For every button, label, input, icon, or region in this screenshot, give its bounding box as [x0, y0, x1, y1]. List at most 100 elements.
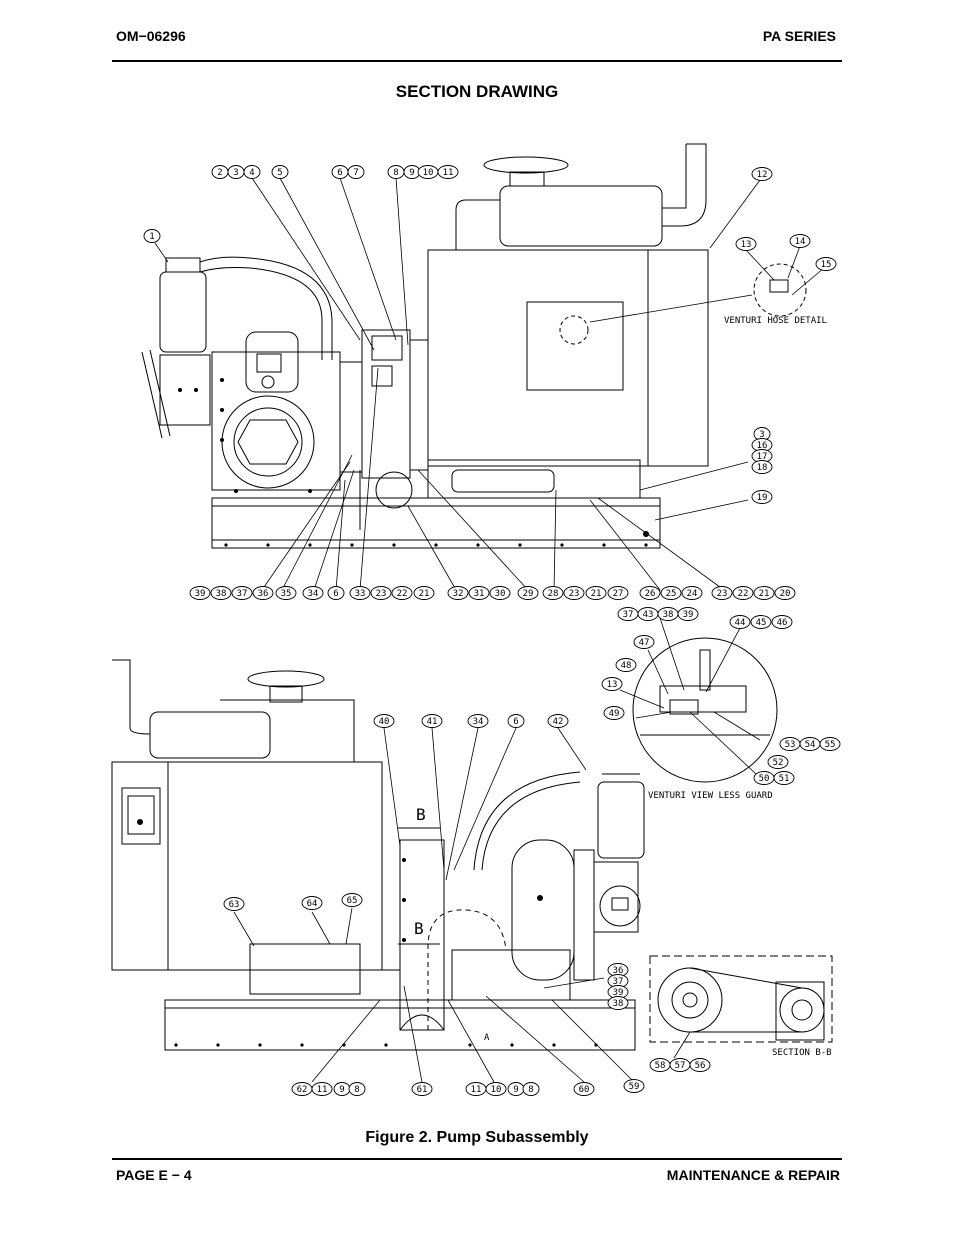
svg-text:37: 37	[237, 589, 248, 599]
svg-text:38: 38	[663, 610, 674, 620]
callout-54: 54	[799, 737, 821, 751]
svg-text:13: 13	[741, 240, 752, 250]
svg-text:39: 39	[683, 610, 694, 620]
callout-9: 9	[333, 1082, 351, 1096]
callout-23: 23	[563, 586, 585, 600]
callout-61: 61	[411, 1082, 433, 1096]
callout-10: 10	[417, 165, 439, 179]
callout-21: 21	[585, 586, 607, 600]
svg-text:17: 17	[757, 452, 768, 462]
callout-57: 57	[669, 1058, 691, 1072]
page-number: PAGE E − 4	[116, 1167, 192, 1183]
callout-22: 22	[391, 586, 413, 600]
callout-7: 7	[347, 165, 365, 179]
svg-text:34: 34	[308, 589, 319, 599]
svg-text:21: 21	[419, 589, 430, 599]
svg-text:11: 11	[317, 1085, 328, 1095]
callout-50: 50	[753, 771, 775, 785]
svg-text:38: 38	[613, 999, 624, 1009]
svg-text:31: 31	[474, 589, 485, 599]
svg-text:55: 55	[825, 740, 836, 750]
svg-text:22: 22	[738, 589, 749, 599]
svg-text:61: 61	[417, 1085, 428, 1095]
callout-48: 48	[615, 658, 637, 672]
svg-text:23: 23	[376, 589, 387, 599]
callout-25: 25	[660, 586, 682, 600]
callout-22: 22	[732, 586, 754, 600]
svg-text:24: 24	[687, 589, 698, 599]
svg-text:9: 9	[513, 1085, 518, 1095]
callout-42: 42	[547, 714, 569, 728]
callout-23: 23	[711, 586, 733, 600]
svg-text:51: 51	[779, 774, 790, 784]
callout-60: 60	[573, 1082, 595, 1096]
callout-8: 8	[387, 165, 405, 179]
callout-34: 34	[302, 586, 324, 600]
svg-text:12: 12	[757, 170, 768, 180]
callout-17: 17	[751, 449, 773, 463]
callout-47: 47	[633, 635, 655, 649]
svg-text:4: 4	[249, 168, 254, 178]
svg-text:6: 6	[337, 168, 342, 178]
svg-text:15: 15	[821, 260, 832, 270]
callout-6: 6	[507, 714, 525, 728]
callout-4: 4	[243, 165, 261, 179]
svg-text:28: 28	[548, 589, 559, 599]
callout-16: 16	[751, 438, 773, 452]
callout-1: 1	[143, 229, 161, 243]
callout-35: 35	[275, 586, 297, 600]
svg-text:37: 37	[613, 977, 624, 987]
svg-text:43: 43	[643, 610, 654, 620]
svg-text:26: 26	[645, 589, 656, 599]
callout-11: 11	[311, 1082, 333, 1096]
callout-6: 6	[327, 586, 345, 600]
callout-65: 65	[341, 893, 363, 907]
svg-text:41: 41	[427, 717, 438, 727]
callout-41: 41	[421, 714, 443, 728]
svg-text:39: 39	[195, 589, 206, 599]
svg-text:9: 9	[339, 1085, 344, 1095]
page-title: SECTION DRAWING	[395, 82, 559, 101]
callout-21: 21	[413, 586, 435, 600]
svg-text:48: 48	[621, 661, 632, 671]
svg-text:10: 10	[423, 168, 434, 178]
callout-13: 13	[735, 237, 757, 251]
svg-text:64: 64	[307, 899, 318, 909]
callout-39: 39	[189, 586, 211, 600]
svg-text:57: 57	[675, 1061, 686, 1071]
svg-text:54: 54	[805, 740, 816, 750]
svg-text:62: 62	[297, 1085, 308, 1095]
svg-text:23: 23	[569, 589, 580, 599]
svg-text:13: 13	[607, 680, 618, 690]
header-rule	[112, 60, 842, 62]
svg-text:19: 19	[757, 493, 768, 503]
svg-text:2: 2	[217, 168, 222, 178]
callout-63: 63	[223, 897, 245, 911]
section-bb-label: SECTION B-B	[772, 1048, 832, 1058]
svg-text:3: 3	[233, 168, 238, 178]
svg-text:35: 35	[281, 589, 292, 599]
svg-text:9: 9	[409, 168, 414, 178]
svg-text:33: 33	[355, 589, 366, 599]
svg-text:40: 40	[379, 717, 390, 727]
callout-18: 18	[751, 460, 773, 474]
footer-rule	[112, 1158, 842, 1160]
pump-subassembly-drawing: 1234567891011121314153161718193938373635…	[111, 143, 841, 1096]
callout-34: 34	[467, 714, 489, 728]
lower-pump-view	[111, 659, 833, 1083]
callout-38: 38	[607, 996, 629, 1010]
svg-text:10: 10	[491, 1085, 502, 1095]
svg-text:5: 5	[277, 168, 282, 178]
svg-text:53: 53	[785, 740, 796, 750]
callout-37: 37	[231, 586, 253, 600]
svg-text:56: 56	[695, 1061, 706, 1071]
svg-text:29: 29	[523, 589, 534, 599]
callout-39: 39	[677, 607, 699, 621]
svg-text:18: 18	[757, 463, 768, 473]
svg-text:45: 45	[756, 618, 767, 628]
callout-32: 32	[447, 586, 469, 600]
svg-text:25: 25	[666, 589, 677, 599]
callout-56: 56	[689, 1058, 711, 1072]
venturi-view-label: VENTURI VIEW LESS GUARD	[648, 791, 773, 801]
